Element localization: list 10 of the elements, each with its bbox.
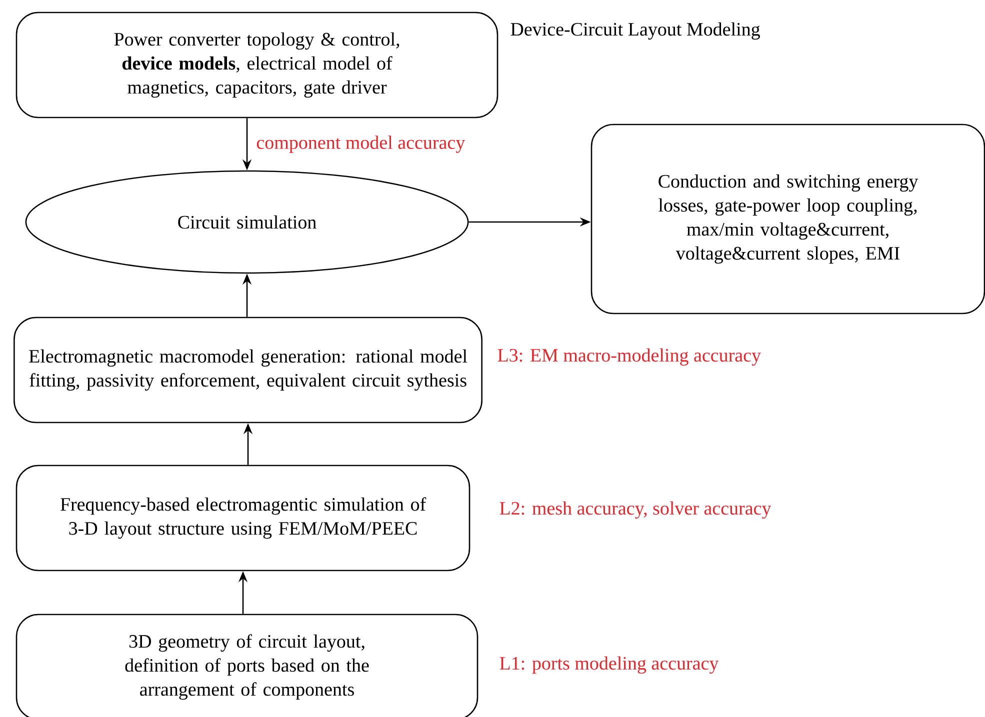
process-box: 3D geometry of circuit layout, definition of ports based on the arrangement of components [16,614,478,717]
process-box: Frequency-based electromagentic simulation of 3-D layout structure using FEM/MoM/PEEC [16,464,470,572]
title: Device-Circuit Layout Modeling [510,22,760,40]
process-box: Conduction and switching energy losses, gate-power loop coupling, max/min voltage&current, voltage&current slopes, EMI [590,124,985,314]
annotation-text: L3: EM macro-modeling accuracy [498,348,761,366]
edge-label: component model accuracy [255,134,466,154]
annotation-text: L1: ports modeling accuracy [500,656,719,674]
annotation-text: L2: mesh accuracy, solver accuracy [500,501,772,519]
process-box: Electromagnetic macromodel generation: rational model fitting, passivity enforcement, equivalent circuit sythesis [14,316,482,424]
process-box: Power converter topology & control, device models, electrical model of magnetics, capacitors, gate driver [16,12,498,118]
